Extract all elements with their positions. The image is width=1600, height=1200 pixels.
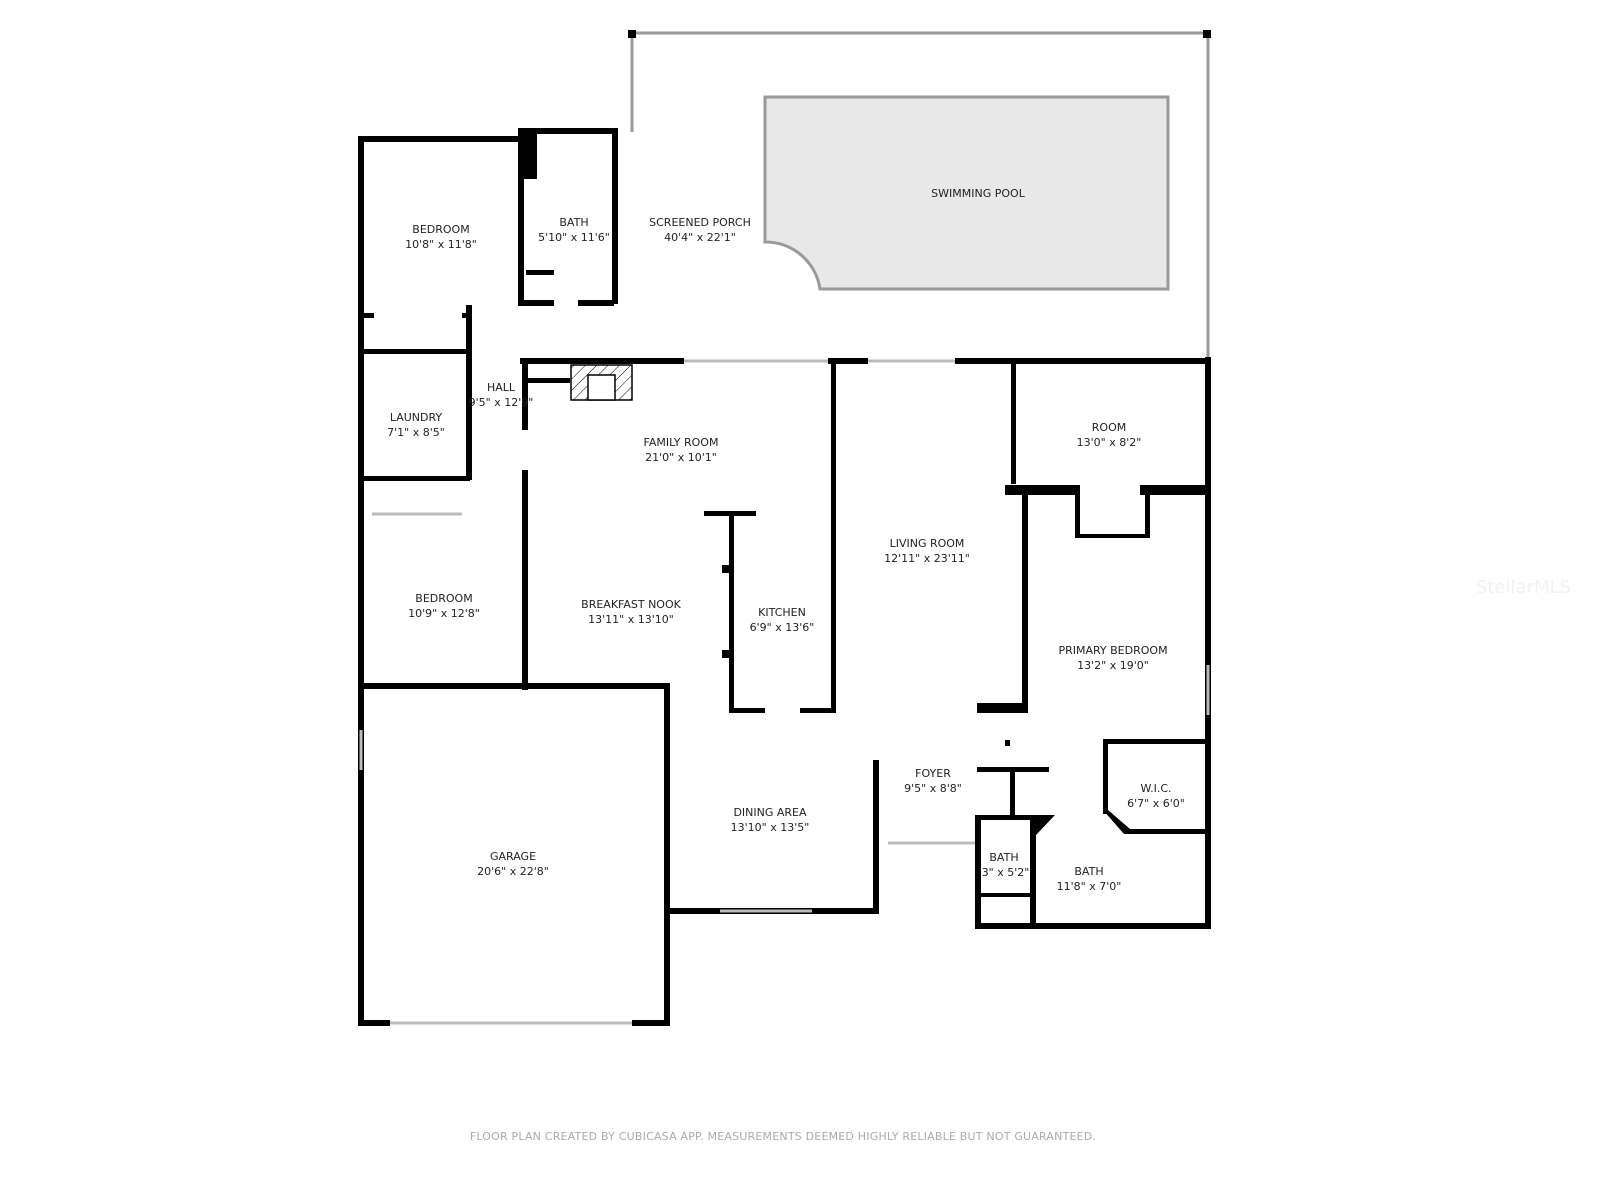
- room-name: FOYER: [915, 767, 951, 780]
- room-wic: W.I.C. 6'7" x 6'0": [1127, 781, 1185, 811]
- room-size: 5'10" x 11'6": [538, 231, 610, 244]
- room-size: 40'4" x 22'1": [664, 231, 736, 244]
- room-size: 21'0" x 10'1": [645, 451, 717, 464]
- swimming-pool: [763, 95, 1170, 291]
- footer-disclaimer: FLOOR PLAN CREATED BY CUBICASA APP. MEAS…: [469, 1130, 1097, 1143]
- room-size: 10'8" x 11'8": [405, 238, 477, 251]
- room-size: 13'2" x 19'0": [1077, 659, 1149, 672]
- room-name: HALL: [486, 381, 516, 394]
- room-name: ROOM: [1091, 421, 1127, 434]
- room-primary-bedroom: PRIMARY BEDROOM 13'2" x 19'0": [1058, 643, 1167, 673]
- room-family-room: FAMILY ROOM 21'0" x 10'1": [644, 435, 719, 465]
- room-screened-porch: SCREENED PORCH 40'4" x 22'1": [649, 215, 751, 245]
- room-bath-3: BATH 11'8" x 7'0": [1057, 864, 1122, 894]
- room-size: 13'10" x 13'5": [730, 821, 810, 834]
- room-name: BEDROOM: [412, 223, 470, 236]
- room-garage: GARAGE 20'6" x 22'8": [477, 849, 549, 879]
- room-size: 9'5" x 8'8": [904, 782, 962, 795]
- room-foyer: FOYER 9'5" x 8'8": [904, 766, 962, 796]
- room-size: 6'9" x 13'6": [749, 621, 815, 634]
- room-name: GARAGE: [489, 850, 537, 863]
- room-size: 6'7" x 6'0": [1127, 797, 1185, 810]
- room-name: BATH: [559, 216, 589, 229]
- room-size: 11'8" x 7'0": [1056, 880, 1122, 893]
- room-bedroom-1: BEDROOM 10'8" x 11'8": [405, 222, 477, 252]
- walls: [358, 128, 1211, 1026]
- room-size: 12'11" x 23'11": [884, 552, 970, 565]
- room-name: BATH: [989, 851, 1019, 864]
- room-name: SCREENED PORCH: [649, 216, 751, 229]
- room-size: 9'5" x 12'9": [468, 396, 534, 409]
- room-size: 10'9" x 12'8": [408, 607, 480, 620]
- room-name: PRIMARY BEDROOM: [1058, 644, 1168, 657]
- room-hall: HALL 9'5" x 12'9": [469, 380, 534, 410]
- porch-screen: [630, 31, 1210, 357]
- room-bath-2: BATH '3" x 5'2": [979, 850, 1030, 880]
- room-name: BEDROOM: [415, 592, 473, 605]
- room-label-swimming-pool: SWIMMING POOL: [931, 187, 1025, 200]
- room-kitchen: KITCHEN 6'9" x 13'6": [750, 605, 815, 635]
- watermark: StellarMLS: [1476, 577, 1571, 598]
- room-name: BATH: [1074, 865, 1104, 878]
- room-bedroom-2: BEDROOM 10'9" x 12'8": [408, 591, 480, 621]
- room-room: ROOM 13'0" x 8'2": [1077, 420, 1142, 450]
- room-name: FAMILY ROOM: [643, 436, 719, 449]
- room-name: W.I.C.: [1140, 782, 1172, 795]
- room-size: 20'6" x 22'8": [477, 865, 549, 878]
- room-size: 7'1" x 8'5": [387, 426, 445, 439]
- room-name: DINING AREA: [733, 806, 807, 819]
- room-size: '3" x 5'2": [978, 866, 1030, 879]
- room-name: LIVING ROOM: [889, 537, 965, 550]
- room-name: LAUNDRY: [389, 411, 443, 424]
- room-size: 13'11" x 13'10": [588, 613, 674, 626]
- room-living-room: LIVING ROOM 12'11" x 23'11": [884, 536, 970, 566]
- room-breakfast-nook: BREAKFAST NOOK 13'11" x 13'10": [581, 597, 681, 627]
- room-name: BREAKFAST NOOK: [581, 598, 681, 611]
- room-size: 13'0" x 8'2": [1076, 436, 1142, 449]
- room-name: KITCHEN: [758, 606, 806, 619]
- room-dining-area: DINING AREA 13'10" x 13'5": [731, 805, 810, 835]
- room-bath-1: BATH 5'10" x 11'6": [538, 215, 610, 245]
- room-laundry: LAUNDRY 7'1" x 8'5": [387, 410, 445, 440]
- windows: [359, 359, 1210, 1025]
